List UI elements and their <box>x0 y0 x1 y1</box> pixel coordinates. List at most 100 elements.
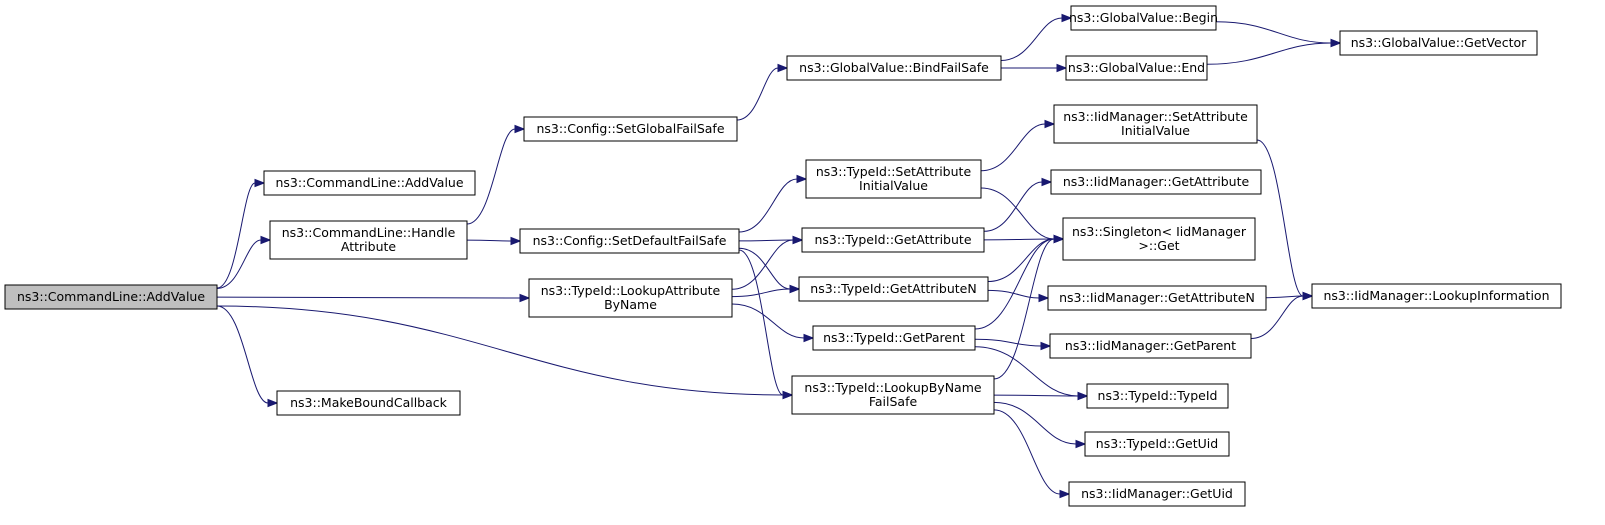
node-cfg-setglobal[interactable]: ns3::Config::SetGlobalFailSafe <box>523 116 738 142</box>
edge-arrowhead <box>514 124 526 134</box>
node-box <box>528 278 733 318</box>
node-label: ns3::Config::SetGlobalFailSafe <box>536 121 724 136</box>
node-label: ns3::TypeId::GetAttributeN <box>810 281 976 296</box>
edge-root-to-cl-addvalue <box>216 182 256 289</box>
node-label: ns3::TypeId::LookupByName <box>804 380 981 395</box>
edge-arrowhead <box>519 293 531 303</box>
edge-arrowhead <box>254 178 266 188</box>
edge-tid-getattr-to-singleton-get <box>983 238 1055 241</box>
edge-tid-getattrn-to-iid-getattrn <box>987 289 1040 299</box>
node-label: ns3::GlobalValue::BindFailSafe <box>799 60 989 75</box>
node-label: >::Get <box>1138 238 1179 253</box>
node-label: InitialValue <box>859 178 928 193</box>
node-iid-getparent[interactable]: ns3::IidManager::GetParent <box>1049 333 1252 359</box>
node-label: ns3::TypeId::GetParent <box>823 330 965 345</box>
edge-arrowhead <box>1077 391 1089 401</box>
edge-arrowhead <box>1040 341 1052 351</box>
node-box <box>276 390 461 416</box>
edge-cfg-setdefault-to-tid-lookupbyname <box>738 249 784 396</box>
edge-cfg-setglobal-to-gv-bindfailsafe <box>736 67 779 121</box>
edge-tid-setattrinit-to-singleton-get <box>980 187 1055 240</box>
edge-arrowhead <box>1056 63 1068 73</box>
node-label: ns3::MakeBoundCallback <box>290 395 448 410</box>
node-gv-begin[interactable]: ns3::GlobalValue::Begin <box>1069 5 1218 31</box>
edge-arrowhead <box>1044 119 1056 129</box>
edge-arrowhead <box>789 284 801 294</box>
node-box <box>523 116 738 142</box>
node-tid-getparent[interactable]: ns3::TypeId::GetParent <box>812 325 976 351</box>
node-label: ns3::Config::SetDefaultFailSafe <box>533 233 727 248</box>
node-iid-lookupinfo[interactable]: ns3::IidManager::LookupInformation <box>1311 283 1562 309</box>
node-gv-bindfailsafe[interactable]: ns3::GlobalValue::BindFailSafe <box>786 55 1002 81</box>
edge-arrowhead <box>1038 293 1050 303</box>
node-box <box>1047 285 1267 311</box>
edge-tid-setattrinit-to-iid-setattrinit <box>980 123 1046 172</box>
node-gv-end[interactable]: ns3::GlobalValue::End <box>1065 55 1208 81</box>
edge-tid-lookupattr-to-tid-getattr <box>731 239 794 290</box>
edge-root-to-cl-handleattr <box>216 239 262 289</box>
node-box <box>519 228 740 254</box>
node-cfg-setdefault[interactable]: ns3::Config::SetDefaultFailSafe <box>519 228 740 254</box>
node-label: ns3::TypeId::GetAttribute <box>814 232 971 247</box>
node-label: ns3::TypeId::SetAttribute <box>816 164 972 179</box>
node-iid-setattrinit[interactable]: ns3::IidManager::SetAttributeInitialValu… <box>1053 104 1258 144</box>
node-box <box>1339 30 1538 56</box>
edge-arrowhead <box>1061 13 1073 23</box>
node-tid-getattr[interactable]: ns3::TypeId::GetAttribute <box>801 227 985 253</box>
node-box <box>798 276 989 302</box>
node-label: ns3::GlobalValue::End <box>1068 60 1205 75</box>
edge-arrowhead <box>796 174 808 184</box>
node-box <box>791 375 995 415</box>
node-tid-typeid[interactable]: ns3::TypeId::TypeId <box>1086 383 1229 409</box>
edge-arrowhead <box>260 235 272 245</box>
edge-tid-lookupbyname-to-singleton-get <box>993 238 1055 380</box>
node-cl-addvalue[interactable]: ns3::CommandLine::AddValue <box>263 170 476 196</box>
node-iid-getuid[interactable]: ns3::IidManager::GetUid <box>1068 481 1246 507</box>
node-box <box>263 170 476 196</box>
edge-iid-setattrinit-to-iid-lookupinfo <box>1256 139 1304 297</box>
node-label: ns3::IidManager::LookupInformation <box>1323 288 1549 303</box>
edge-root-to-make-bound <box>216 305 269 404</box>
node-box <box>1050 169 1262 195</box>
node-box <box>1086 383 1229 409</box>
node-singleton-get[interactable]: ns3::Singleton< IidManager>::Get <box>1062 217 1256 261</box>
node-label: ns3::IidManager::GetUid <box>1081 486 1233 501</box>
node-label: ns3::TypeId::LookupAttribute <box>541 283 721 298</box>
node-label: InitialValue <box>1121 123 1190 138</box>
node-label: ns3::IidManager::SetAttribute <box>1063 109 1248 124</box>
node-gv-getvector[interactable]: ns3::GlobalValue::GetVector <box>1339 30 1538 56</box>
node-label: ns3::GlobalValue::Begin <box>1069 10 1218 25</box>
edge-arrowhead <box>1302 291 1314 301</box>
node-label: ns3::CommandLine::AddValue <box>275 175 463 190</box>
node-box <box>786 55 1002 81</box>
edge-cl-handleattr-to-cfg-setglobal <box>466 128 516 225</box>
node-iid-getattrn[interactable]: ns3::IidManager::GetAttributeN <box>1047 285 1267 311</box>
node-label: ns3::TypeId::GetUid <box>1096 436 1218 451</box>
edge-root-to-tid-lookupattr <box>216 296 521 299</box>
node-label: Attribute <box>341 239 397 254</box>
edge-tid-lookupattr-to-tid-getparent <box>731 303 805 339</box>
node-label: ns3::CommandLine::Handle <box>282 225 456 240</box>
node-tid-getattrn[interactable]: ns3::TypeId::GetAttributeN <box>798 276 989 302</box>
edge-arrowhead <box>1041 177 1053 187</box>
node-box <box>801 227 985 253</box>
node-tid-getuid[interactable]: ns3::TypeId::GetUid <box>1084 431 1230 457</box>
node-label: ns3::Singleton< IidManager <box>1072 224 1247 239</box>
node-label: ns3::IidManager::GetAttribute <box>1063 174 1250 189</box>
node-label: ns3::IidManager::GetParent <box>1065 338 1236 353</box>
node-make-bound[interactable]: ns3::MakeBoundCallback <box>276 390 461 416</box>
node-root[interactable]: ns3::CommandLine::AddValue <box>4 284 218 310</box>
edge-arrowhead <box>803 333 815 343</box>
node-box <box>1311 283 1562 309</box>
node-box <box>269 220 468 260</box>
node-box <box>1049 333 1252 359</box>
edge-cfg-setdefault-to-tid-setattrinit <box>738 178 798 233</box>
edge-tid-lookupbyname-to-iid-getuid <box>993 409 1061 495</box>
node-iid-getattr[interactable]: ns3::IidManager::GetAttribute <box>1050 169 1262 195</box>
node-label: ns3::TypeId::TypeId <box>1098 388 1218 403</box>
